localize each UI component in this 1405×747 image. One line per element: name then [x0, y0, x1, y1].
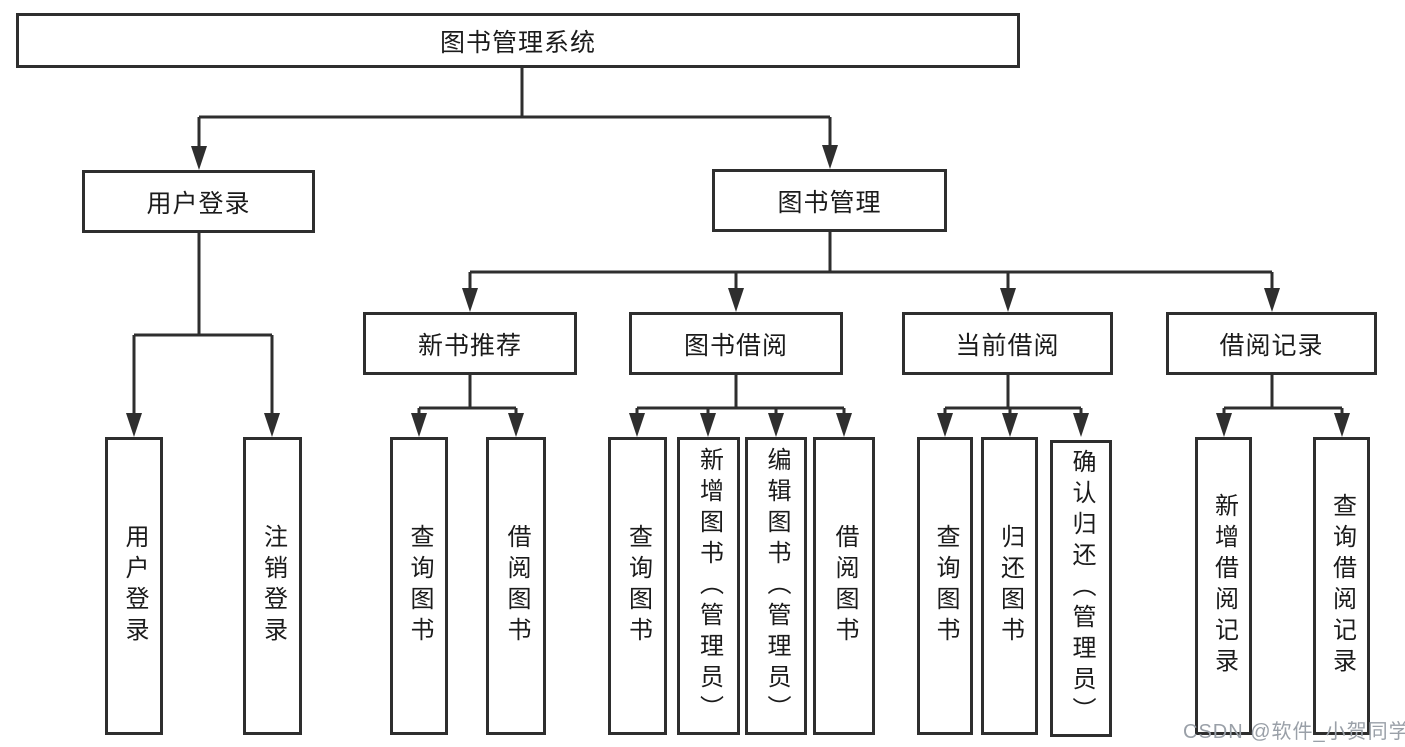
leaf-confirm-return-admin: 确认归还（管理员）	[1050, 440, 1112, 737]
node-user-login: 用户登录	[82, 170, 315, 233]
leaf-edit-book-admin: 编辑图书（管理员）	[745, 437, 807, 735]
leaf-query-book-3: 查询图书	[917, 437, 973, 735]
node-label: 图书管理系统	[439, 28, 596, 57]
node-label: 图书管理	[777, 188, 882, 217]
node-label: 新书推荐	[417, 331, 522, 360]
node-book-management: 图书管理	[712, 169, 947, 232]
node-label: 注销登录	[259, 524, 287, 648]
node-label: 编辑图书（管理员）	[763, 446, 790, 726]
leaf-query-borrow-record: 查询借阅记录	[1313, 437, 1370, 735]
node-label: 当前借阅	[955, 331, 1060, 360]
arrowheads	[126, 145, 1350, 437]
node-label: 查询图书	[624, 524, 652, 648]
node-label: 图书借阅	[683, 331, 788, 360]
node-label: 查询借阅记录	[1328, 493, 1356, 679]
leaf-return-book: 归还图书	[981, 437, 1038, 735]
node-label: 借阅图书	[503, 524, 530, 648]
node-label: 查询图书	[406, 524, 433, 648]
leaf-query-book-1: 查询图书	[390, 437, 448, 735]
node-root: 图书管理系统	[16, 13, 1020, 68]
node-new-book-recommend: 新书推荐	[363, 312, 577, 375]
node-label: 借阅记录	[1219, 331, 1324, 360]
node-label: 归还图书	[996, 524, 1024, 648]
node-label: 查询图书	[932, 524, 959, 648]
node-book-borrow: 图书借阅	[629, 312, 843, 375]
leaf-borrow-book-2: 借阅图书	[813, 437, 875, 735]
node-current-borrow: 当前借阅	[902, 312, 1113, 375]
leaf-add-book-admin: 新增图书（管理员）	[677, 437, 740, 735]
leaf-logout: 注销登录	[243, 437, 302, 735]
node-borrow-records: 借阅记录	[1166, 312, 1377, 375]
node-label: 用户登录	[146, 189, 251, 218]
leaf-borrow-book-1: 借阅图书	[486, 437, 546, 735]
leaf-query-book-2: 查询图书	[608, 437, 667, 735]
leaf-user-login: 用户登录	[105, 437, 163, 735]
csdn-watermark: CSDN @软件_小贺同学	[1183, 721, 1405, 743]
node-label: 借阅图书	[831, 524, 858, 648]
node-label: 确认归还（管理员）	[1068, 449, 1095, 728]
node-label: 用户登录	[121, 524, 148, 648]
node-label: 新增借阅记录	[1210, 493, 1238, 679]
leaf-add-borrow-record: 新增借阅记录	[1195, 437, 1252, 735]
node-label: 新增图书（管理员）	[695, 446, 723, 726]
